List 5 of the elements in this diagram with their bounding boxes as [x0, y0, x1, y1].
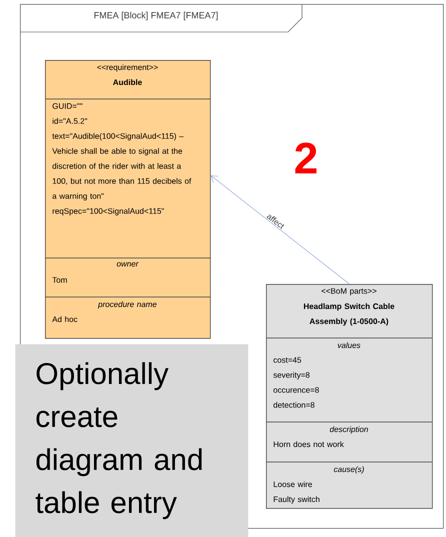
note-box: Optionally create diagram and table entry [15, 344, 248, 537]
step-number: 2 [295, 142, 316, 174]
block-box: <<requirement>> Audible GUID="" id="A.5.2" text="Audible(100<SignalAud<115) – Vehicle shall be able to signal at the discretion of the rider with at least a 100, but not more than 115 decibels of a warning ton" reqSpec="100<SignalAud<115" owner Tom procedure name Ad hoc [44, 60, 211, 339]
block-box: <<BoM parts>> Headlamp Switch Cable Assembly (1-0500-A) values cost=45 severity=8 occurence=8 detection=8 description Horn does not work cause(s) Loose wire Faulty switch [266, 284, 433, 509]
arrow [210, 175, 350, 284]
